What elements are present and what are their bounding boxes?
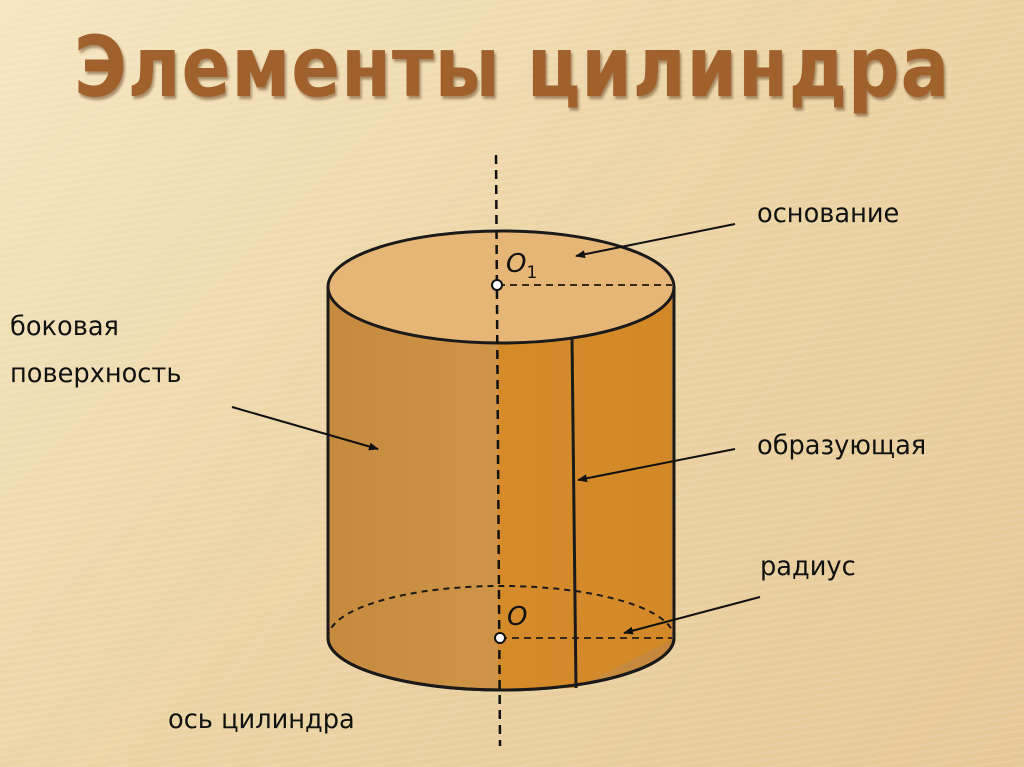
label-generatrix: образующая <box>757 430 927 461</box>
point-o-label: O <box>507 602 527 632</box>
point-o1 <box>491 279 503 291</box>
page-title: Элементы цилиндра <box>73 18 951 116</box>
point-o1-label: O1 <box>506 249 537 283</box>
label-axis: ось цилиндра <box>168 704 355 735</box>
radius-arrow <box>623 596 761 635</box>
label-radius: радиус <box>760 551 856 582</box>
generatrix-line <box>570 336 578 689</box>
axial-section <box>498 287 671 690</box>
label-lateral-line1: боковая <box>10 311 119 342</box>
lateral-arrow <box>231 406 379 451</box>
cylinder-axis <box>494 154 502 747</box>
label-lateral-line2: поверхность <box>10 358 182 389</box>
point-o <box>494 632 506 644</box>
generatrix-arrow <box>577 448 736 483</box>
label-base: основание <box>757 198 900 229</box>
bottom-base-back <box>327 585 675 639</box>
base-arrow <box>575 223 736 259</box>
bottom-base-front <box>326 637 676 692</box>
